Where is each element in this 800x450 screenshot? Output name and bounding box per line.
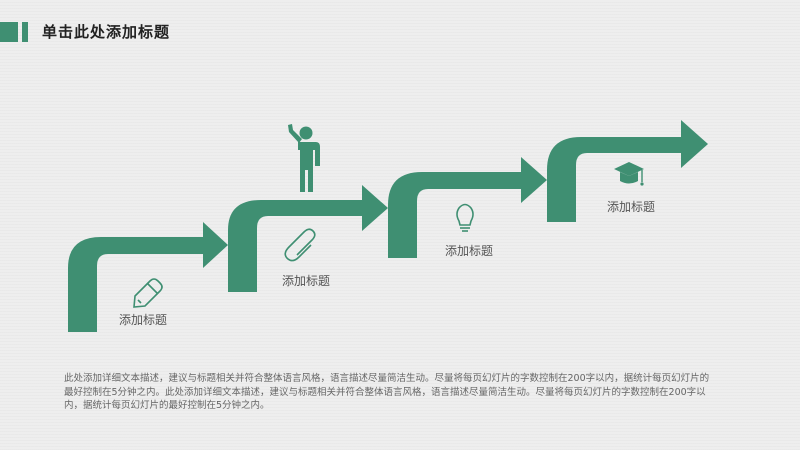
title-accent-stripe [22, 22, 28, 42]
step-arrow-1[interactable] [68, 222, 228, 332]
title-accent-block [0, 22, 18, 42]
step-label-2[interactable]: 添加标题 [282, 274, 331, 288]
paperclip-icon [284, 228, 316, 262]
step-arrow-4[interactable] [547, 120, 708, 222]
step-label-4[interactable]: 添加标题 [607, 200, 656, 214]
graduation-cap-icon [614, 162, 644, 186]
page-title[interactable]: 单击此处添加标题 [42, 23, 171, 41]
person-pointing-icon [288, 124, 320, 192]
step-label-3[interactable]: 添加标题 [445, 244, 494, 258]
description-text[interactable]: 此处添加详细文本描述，建议与标题相关并符合整体语言风格，语言描述尽量简洁生动。尽… [64, 373, 710, 411]
pencil-icon [133, 278, 163, 308]
lightbulb-icon [456, 203, 474, 232]
step-label-1[interactable]: 添加标题 [119, 313, 168, 327]
step-arrow-3[interactable] [388, 157, 547, 258]
step-arrow-2[interactable] [228, 185, 388, 292]
